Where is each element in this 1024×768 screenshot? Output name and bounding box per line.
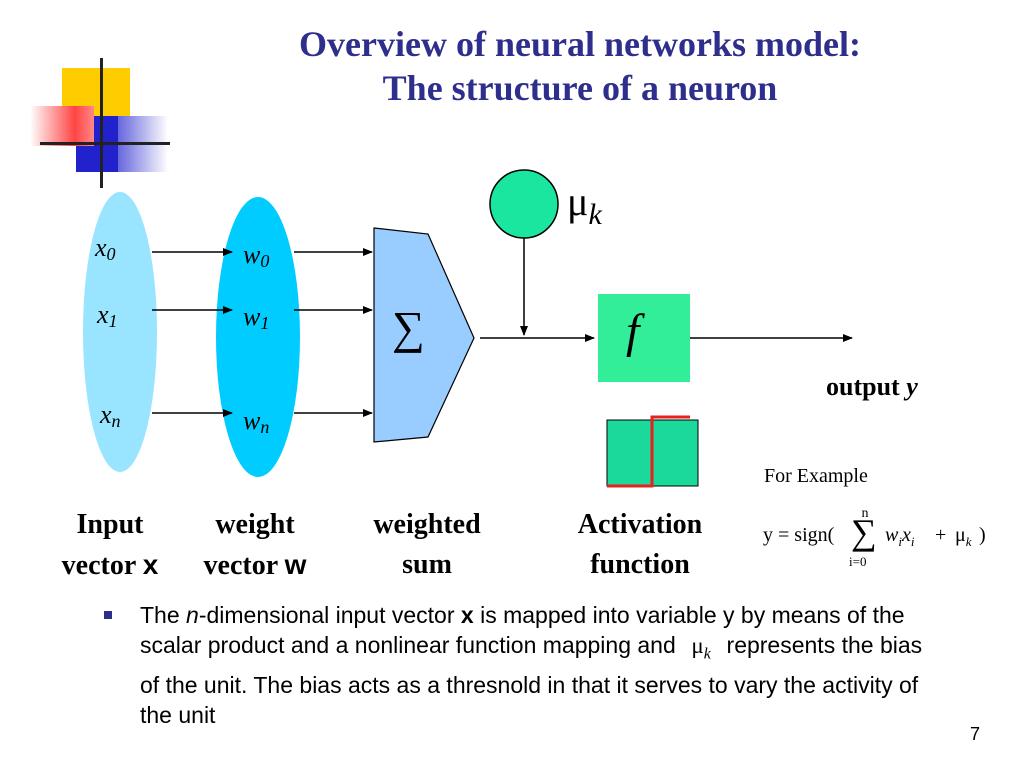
bullet-text: The n-dimensional input vector x is mapp… [140,602,923,728]
output-label: output y [826,372,918,401]
slide-title-line2: The structure of a neuron [382,68,778,108]
caption-input-vector: Input vector x [61,509,159,581]
page-number: 7 [970,724,981,744]
step-function-line [607,415,690,488]
weight-ellipse [216,197,300,477]
step-box-left [606,419,653,487]
caption-activation-function: Activation function [577,509,703,580]
weight-label-n: wn [243,406,270,437]
bullet-marker [104,611,112,619]
slide-title-line1: Overview of neural networks model: [299,24,861,64]
caption-weighted-sum: weighted sum [373,509,481,580]
activation-box [598,294,690,382]
input-ellipse [83,192,157,472]
sum-symbol: ∑ [392,302,425,353]
decorative-logo [0,0,170,200]
activation-symbol: f [626,305,640,358]
example-label: For Example [764,465,868,487]
input-label-n: xn [100,400,121,431]
caption-weight-vector: weight vector w [203,509,307,581]
input-label-1: x1 [97,300,118,331]
weight-label-1: w1 [243,302,270,333]
step-box-right [651,419,699,487]
bias-circle [489,169,559,239]
bias-label: μk [567,179,602,232]
sum-shape [373,227,475,443]
weight-label-0: w0 [243,240,270,271]
bias-inline-symbol: μk [691,633,711,663]
example-formula: y = sign( n ∑ i=0 wixi + μk ) [763,506,986,569]
input-label-0: x0 [95,233,116,264]
